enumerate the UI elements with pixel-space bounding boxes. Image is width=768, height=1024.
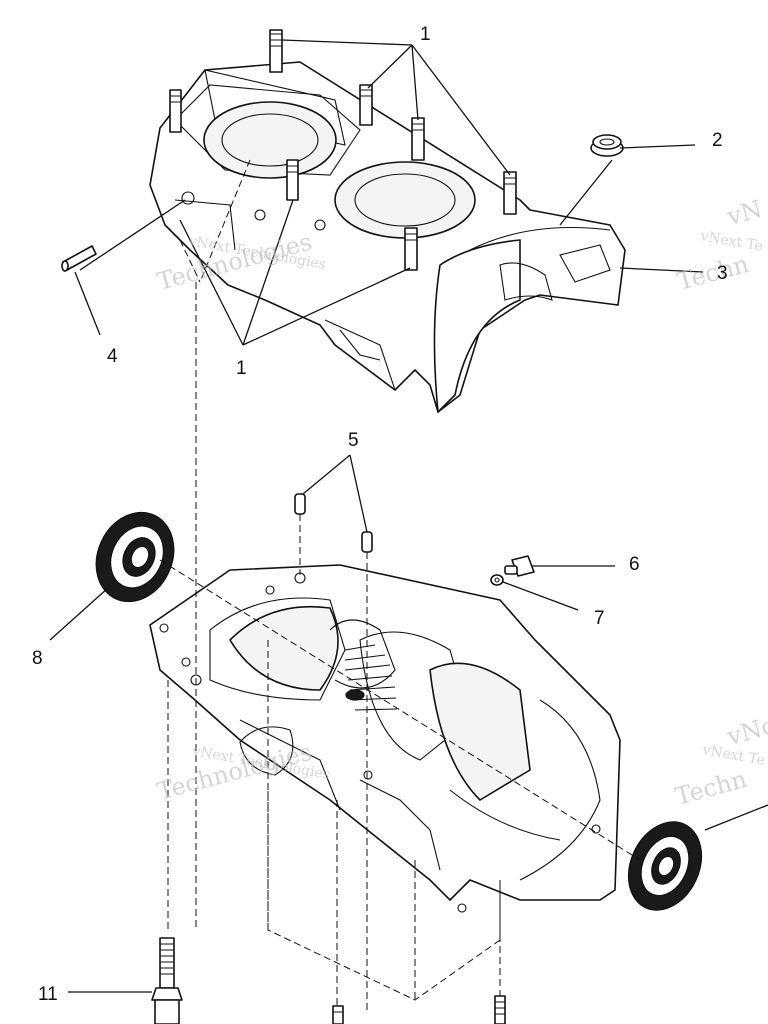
part-6-bolt bbox=[504, 555, 535, 577]
callout-5: 5 bbox=[348, 430, 359, 451]
callout-1-bottom: 1 bbox=[236, 358, 247, 379]
callout-7: 7 bbox=[594, 608, 605, 629]
callout-6: 6 bbox=[629, 554, 640, 575]
right-oil-seal bbox=[627, 821, 703, 911]
part-4-dowel-pin bbox=[61, 245, 97, 272]
callout-8: 8 bbox=[32, 648, 43, 669]
part-11-stud bbox=[151, 937, 183, 1024]
watermark-text: vN bbox=[723, 195, 765, 231]
watermark-text: vNext Te bbox=[698, 228, 764, 255]
leader-lines bbox=[49, 39, 768, 993]
callout-1-top: 1 bbox=[420, 24, 431, 45]
lower-crankcase bbox=[149, 564, 621, 913]
callout-4: 4 bbox=[107, 346, 118, 367]
part-2-grommet bbox=[590, 134, 624, 157]
callouts: 1 1 2 3 4 5 6 7 8 11 bbox=[32, 24, 728, 1005]
watermark-text: Techn bbox=[672, 765, 749, 811]
bottom-studs bbox=[332, 995, 506, 1024]
callout-3: 3 bbox=[717, 263, 728, 284]
part-7-washer bbox=[490, 574, 504, 586]
cylinder-studs bbox=[169, 29, 517, 271]
part-8-oil-seal bbox=[95, 511, 175, 603]
watermark-text: vNo bbox=[723, 711, 768, 751]
callout-2: 2 bbox=[712, 130, 723, 151]
callout-11: 11 bbox=[38, 984, 58, 1005]
assembly-phantom-lines bbox=[159, 159, 641, 1010]
upper-crankcase bbox=[149, 29, 626, 413]
watermark-text: Techn bbox=[674, 250, 751, 296]
